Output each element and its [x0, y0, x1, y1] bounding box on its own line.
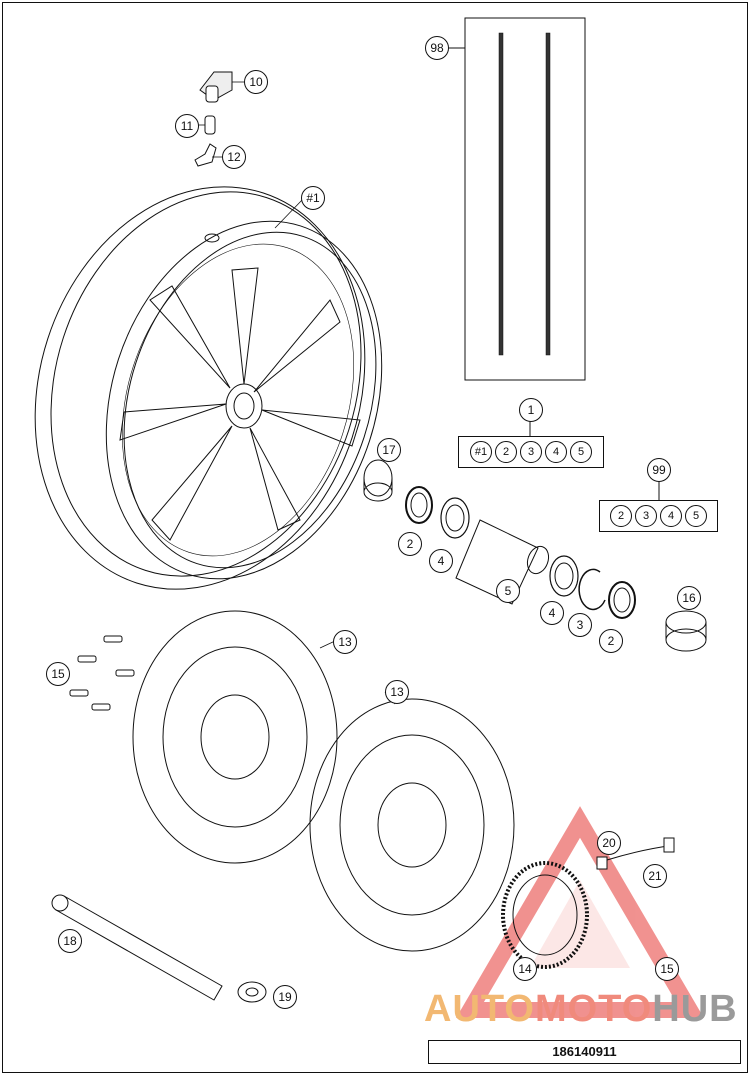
leader-lines	[197, 81, 396, 705]
callout-3: 3	[568, 613, 592, 637]
kit-1-item: 4	[545, 441, 567, 463]
axle-parts	[51, 894, 267, 1003]
callout-14: 14	[513, 957, 537, 981]
callout-10: 10	[244, 70, 268, 94]
callout-5: 5	[496, 579, 520, 603]
kit-1-item: 3	[520, 441, 542, 463]
callout-13b: 13	[385, 680, 409, 704]
kit-1-item: 5	[570, 441, 592, 463]
watermark-moto: MOTO	[534, 988, 653, 1030]
spoke-set	[448, 17, 586, 381]
callout-20: 20	[597, 831, 621, 855]
callout-15b: 15	[655, 957, 679, 981]
brake-disc-right	[309, 698, 515, 952]
kit-99-item: 4	[660, 505, 682, 527]
callout-12: 12	[222, 145, 246, 169]
callout-11: 11	[175, 114, 199, 138]
kit-1-item: 2	[495, 441, 517, 463]
callout-16: 16	[677, 586, 701, 610]
wheel-rim	[34, 186, 383, 590]
document-number: 186140911	[428, 1040, 741, 1064]
callout-21: 21	[643, 864, 667, 888]
kit-connectors	[529, 420, 660, 500]
valve-parts	[194, 71, 233, 167]
callout-1: 1	[519, 398, 543, 422]
bearing-parts	[363, 459, 707, 652]
callout-19: 19	[273, 985, 297, 1009]
kit-1-item: #1	[470, 441, 492, 463]
watermark-auto: AUTO	[424, 988, 535, 1030]
callout-2b: 2	[599, 629, 623, 653]
callout-13a: 13	[333, 630, 357, 654]
callout-4a: 4	[429, 549, 453, 573]
abs-sensor	[596, 837, 675, 870]
callout-98: 98	[425, 36, 449, 60]
kit-99-contents: 2 3 4 5	[599, 500, 718, 532]
kit-99-item: 5	[685, 505, 707, 527]
callout-rim: #1	[301, 186, 325, 210]
brake-disc-left	[132, 610, 338, 864]
kit-1-contents: #1 2 3 4 5	[458, 436, 604, 468]
watermark-triangle	[456, 806, 704, 1018]
disc-screws	[69, 635, 135, 711]
kit-99-item: 2	[610, 505, 632, 527]
callout-15a: 15	[46, 662, 70, 686]
callout-4b: 4	[540, 601, 564, 625]
watermark-logo: AUTOMOTOHUB	[424, 988, 738, 1031]
callout-18: 18	[58, 929, 82, 953]
kit-99-item: 3	[635, 505, 657, 527]
abs-ring	[501, 861, 589, 969]
callout-2a: 2	[398, 532, 422, 556]
callout-17: 17	[377, 438, 401, 462]
watermark-hub: HUB	[652, 988, 738, 1030]
callout-99: 99	[647, 458, 671, 482]
